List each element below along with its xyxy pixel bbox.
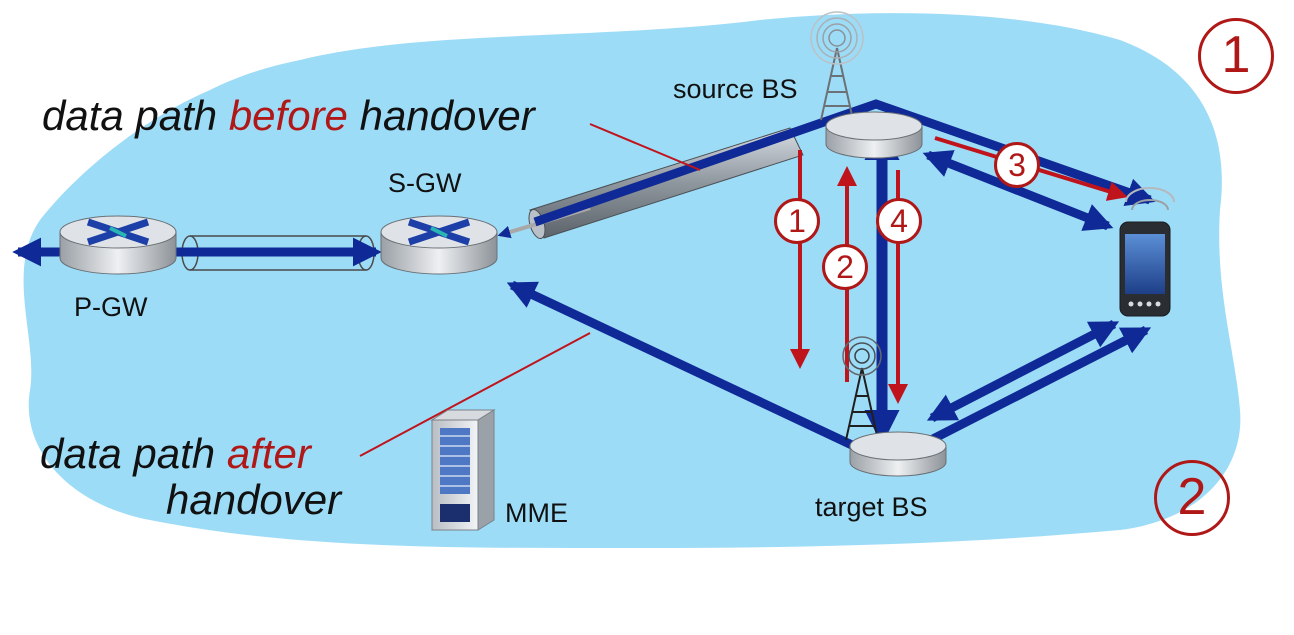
corner-marker-2: 2 bbox=[1154, 460, 1230, 536]
target-bs-tower-icon bbox=[842, 336, 947, 477]
step-3-badge: 3 bbox=[994, 142, 1040, 188]
step-4-badge: 4 bbox=[876, 198, 922, 244]
before-text-3: handover bbox=[347, 92, 535, 139]
pgw-router-icon bbox=[59, 215, 177, 275]
source-bs-label: source BS bbox=[673, 74, 798, 104]
pgw-label: P-GW bbox=[74, 292, 148, 322]
sgw-label: S-GW bbox=[388, 168, 462, 198]
step-2-badge: 2 bbox=[822, 244, 868, 290]
mme-server-icon bbox=[430, 409, 496, 531]
path-after-handover bbox=[506, 280, 890, 467]
mme-label: MME bbox=[505, 498, 568, 528]
after-handover-annotation-line2: handover bbox=[166, 476, 342, 523]
before-text-1: data path bbox=[42, 92, 229, 139]
target-phone-link-2 bbox=[926, 320, 1120, 422]
source-phone-link bbox=[922, 150, 1114, 231]
before-text-emphasis: before bbox=[228, 92, 348, 139]
after-text-emphasis: after bbox=[226, 430, 311, 477]
mobile-phone-icon bbox=[1119, 187, 1175, 317]
after-text-1: data path bbox=[40, 430, 227, 477]
sgw-router-icon bbox=[380, 215, 498, 275]
step-1-badge: 1 bbox=[774, 198, 820, 244]
after-handover-annotation-line1: data path after bbox=[40, 432, 311, 476]
target-bs-label: target BS bbox=[815, 492, 928, 522]
source-bs-tower-icon bbox=[810, 11, 923, 159]
before-handover-annotation: data path before handover bbox=[42, 94, 535, 138]
corner-marker-1: 1 bbox=[1198, 18, 1274, 94]
